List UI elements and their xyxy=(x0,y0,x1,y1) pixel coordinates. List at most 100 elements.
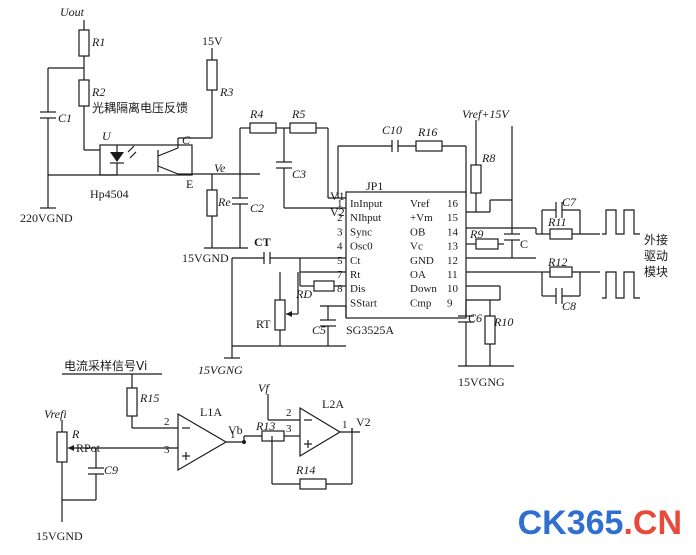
label-c8: C8 xyxy=(562,299,576,313)
label-l2a: L2A xyxy=(322,397,344,411)
opamp-l1a xyxy=(177,412,228,472)
resistor-r4 xyxy=(249,122,277,134)
l1a-pin-2: 2 xyxy=(164,416,170,428)
label-r5: R5 xyxy=(291,107,305,121)
ic-pin-num-left: 4 xyxy=(337,241,343,253)
ck365-watermark: CK365.CN xyxy=(518,504,682,543)
label-v2: V2 xyxy=(330,205,345,219)
label-r2: R2 xyxy=(91,85,105,99)
ic-pin-name-right: Down xyxy=(410,283,437,295)
label-r8: R8 xyxy=(481,151,495,165)
ic-pin-num-right: 13 xyxy=(447,241,459,253)
output-divider xyxy=(40,20,108,209)
l2a-pin-1: 1 xyxy=(342,419,348,431)
label-rd: RD xyxy=(295,287,312,301)
ic-pin-num-left: 2 xyxy=(337,212,343,224)
resistor-r2 xyxy=(78,79,90,107)
ic-pin-name-right: Vref xyxy=(410,198,430,210)
sg3525a-ic: InInput1NIhput2Sync3Osc04Ct5Rt7Dis8SStar… xyxy=(337,191,467,319)
label-sg3525a: SG3525A xyxy=(346,323,394,337)
optocoupler-hp4504 xyxy=(48,144,193,176)
ic-pin-name-left: SStart xyxy=(350,297,377,309)
ic-pin-num-right: 10 xyxy=(447,283,459,295)
label-c3: C3 xyxy=(292,167,306,181)
opamp-l2a xyxy=(299,406,342,458)
ic-pin-num-left: 5 xyxy=(337,255,343,267)
label-drive-2: 驱动 xyxy=(644,249,668,263)
label-rpot: RPot xyxy=(76,441,101,455)
label-drive-3: 模块 xyxy=(644,265,668,279)
label-drive-1: 外接 xyxy=(644,232,668,247)
label-hp4504: Hp4504 xyxy=(90,187,129,201)
label-e-pin: E xyxy=(186,177,193,191)
ic-pin-num-right: 11 xyxy=(447,269,458,281)
ic-pin-num-right: 14 xyxy=(447,226,459,238)
ic-pin-num-left: 8 xyxy=(337,283,343,295)
label-ve: Ve xyxy=(214,161,226,175)
ic-pin-name-right: Vc xyxy=(410,241,423,253)
label-current-signal: 电流采样信号Vi xyxy=(64,358,147,373)
label-c10: C10 xyxy=(382,123,402,137)
ic-pin-name-right: Cmp xyxy=(410,297,432,309)
label-v1: V1 xyxy=(330,189,345,203)
ic-pin-name-left: Dis xyxy=(350,283,365,295)
ic-pin-name-left: InInput xyxy=(350,198,382,210)
label-c1: C1 xyxy=(58,111,72,125)
label-15vgng-b: 15VGNG xyxy=(458,375,505,389)
label-15vgnd-a: 15VGND xyxy=(182,251,229,265)
label-r4: R4 xyxy=(249,107,263,121)
l1a-pin-1: 1 xyxy=(230,429,236,441)
label-r11: R11 xyxy=(547,215,566,229)
ic-pin-num-left: 1 xyxy=(337,198,343,210)
ic-pin-name-right: +Vm xyxy=(410,212,433,224)
label-vf: Vf xyxy=(258,381,270,395)
label-r13: R13 xyxy=(255,419,275,433)
softstart-ground xyxy=(458,300,514,367)
pulse-waveform-top xyxy=(602,209,640,235)
label-jp1: JP1 xyxy=(366,179,383,193)
emitter-network xyxy=(192,173,260,249)
label-vb: Vb xyxy=(228,423,243,437)
ic-pin-num-right: 9 xyxy=(447,297,453,309)
l1a-pin-3: 3 xyxy=(164,444,170,456)
resistor-r16 xyxy=(415,140,443,152)
label-c5: C5 xyxy=(312,323,326,337)
pulse-waveform-bottom xyxy=(602,271,640,299)
ic-pin-name-left: Rt xyxy=(350,269,360,281)
label-15vgng: 15VGNG xyxy=(198,363,243,377)
label-c7: C7 xyxy=(562,195,577,209)
l2a-pin-2: 2 xyxy=(286,407,292,419)
timing-network xyxy=(224,252,347,359)
ic-pin-name-right: OB xyxy=(410,226,425,238)
label-vrefi: Vrefi xyxy=(44,407,67,421)
watermark-dot: . xyxy=(623,504,633,542)
label-rt: RT xyxy=(256,317,271,331)
ic-pin-num-left: 3 xyxy=(337,226,343,238)
ic-pin-num-left: 7 xyxy=(337,269,343,281)
label-r16: R16 xyxy=(417,125,437,139)
ic-pin-name-right: GND xyxy=(410,255,434,267)
l2a-pin-3: 3 xyxy=(286,423,292,435)
ic-pin-num-right: 16 xyxy=(447,198,459,210)
label-c-cap: C xyxy=(520,237,528,251)
ic-pin-name-right: OA xyxy=(410,269,426,281)
label-vref15: Vref+15V xyxy=(462,107,510,121)
ic-pin-num-right: 12 xyxy=(447,255,458,267)
label-ct: CT xyxy=(254,235,271,249)
label-15v-top: 15V xyxy=(202,34,223,48)
resistor-re xyxy=(206,189,218,217)
resistor-r15 xyxy=(126,387,138,417)
ic-pin-name-left: Sync xyxy=(350,226,372,238)
label-15vgnd-c: 15VGND xyxy=(36,529,83,543)
label-220vgnd: 220VGND xyxy=(20,211,73,225)
label-c-pin: C xyxy=(182,133,191,147)
ic-pin-name-left: Ct xyxy=(350,255,360,267)
label-r3: R3 xyxy=(219,85,233,99)
current-sense xyxy=(56,373,360,522)
label-r: R xyxy=(71,427,80,441)
resistor-r3 xyxy=(206,59,218,91)
label-r10: R10 xyxy=(493,315,513,329)
ic-left-pins: InInput1NIhput2Sync3Osc04Ct5Rt7Dis8SStar… xyxy=(337,198,382,309)
